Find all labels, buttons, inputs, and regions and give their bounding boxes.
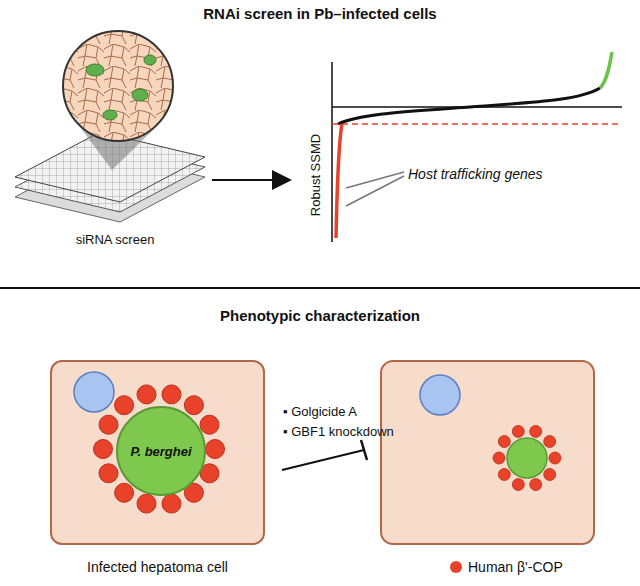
cop-dot	[162, 385, 181, 404]
svg-shape	[282, 450, 364, 470]
svg-shape	[420, 375, 460, 415]
svg-shape	[507, 438, 547, 478]
svg-shape	[493, 452, 505, 464]
svg-shape	[530, 425, 542, 437]
cop-dot	[94, 440, 113, 459]
treated-cell	[381, 361, 594, 544]
svg-shape	[336, 124, 342, 238]
section-title: RNAi screen in Pb–infected cells	[203, 6, 436, 22]
inhibition-line	[282, 440, 367, 470]
cop-dot	[184, 396, 203, 415]
svg-shape	[331, 62, 333, 242]
svg-shape	[338, 88, 600, 124]
cop-dot	[137, 494, 156, 513]
callout-label: Host trafficking genes	[408, 166, 543, 182]
plate-label: siRNA screen	[76, 232, 155, 248]
svg-shape	[549, 452, 561, 464]
svg-shape	[63, 31, 173, 141]
cop-dot	[115, 396, 134, 415]
parasite-circle: P. berghei	[116, 406, 206, 496]
parasite-label: P. berghei	[130, 444, 191, 459]
svg-shape	[361, 440, 367, 460]
section-divider	[0, 287, 640, 289]
legend-text: Human β'-COP	[468, 559, 563, 575]
flow-arrow	[212, 179, 288, 181]
svg-shape	[132, 89, 148, 101]
svg-shape	[103, 110, 117, 120]
svg-shape	[512, 479, 524, 491]
svg-shape	[86, 64, 104, 76]
cop-dot	[99, 464, 118, 483]
svg-shape	[498, 469, 510, 481]
legend-swatch	[450, 561, 462, 573]
cop-dot	[200, 415, 219, 434]
cop-dot	[206, 440, 225, 459]
host-cell: Infected hepatoma cellP. berghei	[50, 360, 265, 545]
axis-label: Robust SSMD	[308, 134, 324, 216]
cop-dot	[99, 415, 118, 434]
nucleus	[74, 372, 114, 412]
svg-shape	[600, 52, 612, 88]
svg-shape	[144, 55, 156, 65]
svg-shape	[493, 425, 561, 490]
treatment-label: ▪ Golgicide A	[283, 404, 357, 420]
cop-dot	[137, 385, 156, 404]
svg-shape	[544, 436, 556, 448]
svg-shape	[332, 123, 622, 125]
cop-dot	[162, 494, 181, 513]
svg-shape	[86, 55, 156, 120]
svg-shape	[498, 436, 510, 448]
svg-shape	[60, 28, 180, 148]
cell-caption: Infected hepatoma cell	[52, 559, 263, 575]
svg-shape	[346, 176, 404, 206]
section-title: Phenotypic characterization	[220, 308, 420, 324]
svg-shape	[512, 425, 524, 437]
ssmd-chart	[332, 52, 622, 242]
svg-shape	[544, 469, 556, 481]
svg-shape	[381, 361, 594, 544]
magnified-well	[60, 28, 180, 170]
svg-shape	[530, 479, 542, 491]
cop-dot	[115, 483, 134, 502]
treatment-label: ▪ GBF1 knockdown	[283, 424, 394, 440]
